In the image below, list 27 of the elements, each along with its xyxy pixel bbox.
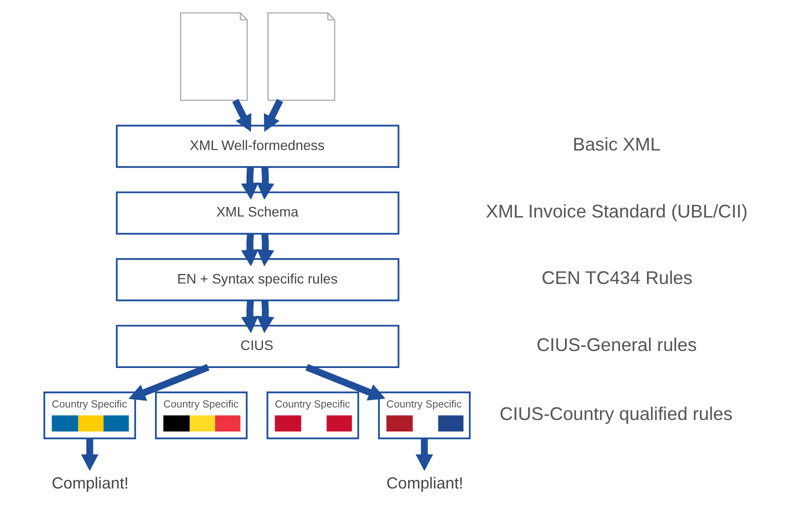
arrow: [263, 98, 283, 132]
node-box: EN + Syntax specific rules: [115, 258, 399, 302]
arrow: [304, 364, 385, 401]
node-box: Country Specific: [378, 392, 470, 440]
arrow: [128, 364, 209, 401]
label: Basic XML: [572, 134, 660, 155]
arrow: [240, 300, 258, 334]
arrow: [256, 166, 274, 200]
label: CEN TC434 Rules: [541, 267, 692, 288]
arrow: [232, 98, 251, 132]
arrow: [80, 438, 98, 471]
arrow: [256, 300, 274, 334]
arrow: [256, 234, 274, 266]
label: XML Invoice Standard (UBL/CII): [485, 200, 748, 222]
node-box: Country Specific: [42, 392, 136, 440]
arrow: [240, 166, 258, 200]
node-box: XML Schema: [115, 191, 399, 235]
label: CIUS-General rules: [536, 334, 696, 355]
arrow: [240, 234, 258, 266]
node-text: Compliant!: [51, 474, 128, 493]
label: CIUS-Country qualified rules: [499, 402, 732, 424]
node-text: Compliant!: [386, 474, 463, 493]
node-box: CIUS: [115, 324, 399, 368]
node-box: Country Specific: [154, 392, 248, 440]
node-box: Country Specific: [266, 392, 359, 440]
node-box: XML Well-formedness: [115, 124, 399, 168]
arrow: [415, 438, 433, 471]
